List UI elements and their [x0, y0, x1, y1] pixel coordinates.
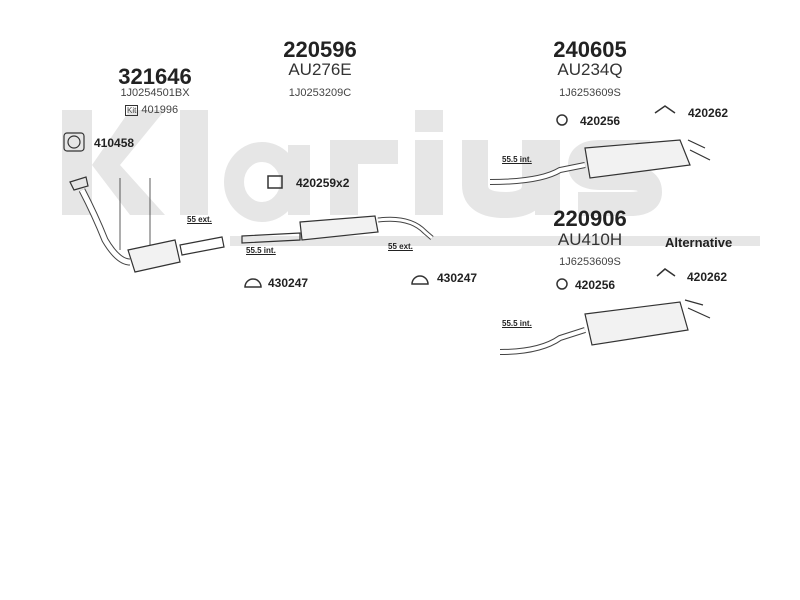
gasket-label: 410458 — [94, 136, 135, 150]
alternative-label: Alternative — [665, 235, 733, 250]
watermark-band — [230, 236, 760, 246]
rubber-mount-label: 420256 — [580, 114, 621, 128]
hanger-label: 420262 — [688, 106, 729, 120]
part-number-220906: 220906 — [553, 206, 627, 231]
rubber-mount-label: 420256 — [575, 278, 616, 292]
part-number-240605: 240605 — [553, 37, 627, 62]
clamp-icons — [244, 105, 676, 290]
reference: AU276E — [288, 60, 352, 79]
mount-label: 430247 — [268, 276, 309, 290]
dimension-label: 55.5 int. — [246, 246, 276, 255]
kit-icon: Kit — [125, 105, 139, 116]
oem-number: 1J0253209C — [288, 87, 352, 99]
mount-label: 430247 — [437, 271, 478, 285]
oem-number: 1J6253609S — [559, 87, 621, 99]
oem-number: 1J6253609S — [559, 256, 621, 268]
center-silencer — [241, 215, 434, 244]
front-pipe-catalyst — [69, 176, 225, 273]
clamp-label: 420259x2 — [296, 176, 350, 190]
dimension-label: 55.5 int. — [502, 319, 532, 328]
part-number-220596: 220596 — [283, 37, 357, 62]
rear-silencer-bottom — [499, 299, 711, 355]
hanger-label: 420262 — [687, 270, 728, 284]
rear-silencer-top — [489, 139, 711, 185]
reference: AU234Q — [557, 60, 623, 79]
dimension-label: 55 ext. — [388, 242, 413, 251]
dimension-label: 55 ext. — [187, 215, 212, 224]
kit-row: Kit 401996 — [125, 104, 178, 116]
part-number-321646: 321646 — [118, 64, 192, 89]
oem-number: 1J0254501BX — [120, 87, 190, 99]
gasket-icon — [63, 132, 85, 152]
dimension-label: 55.5 int. — [502, 155, 532, 164]
reference: AU410H — [557, 230, 623, 249]
kit-number: 401996 — [141, 104, 179, 116]
